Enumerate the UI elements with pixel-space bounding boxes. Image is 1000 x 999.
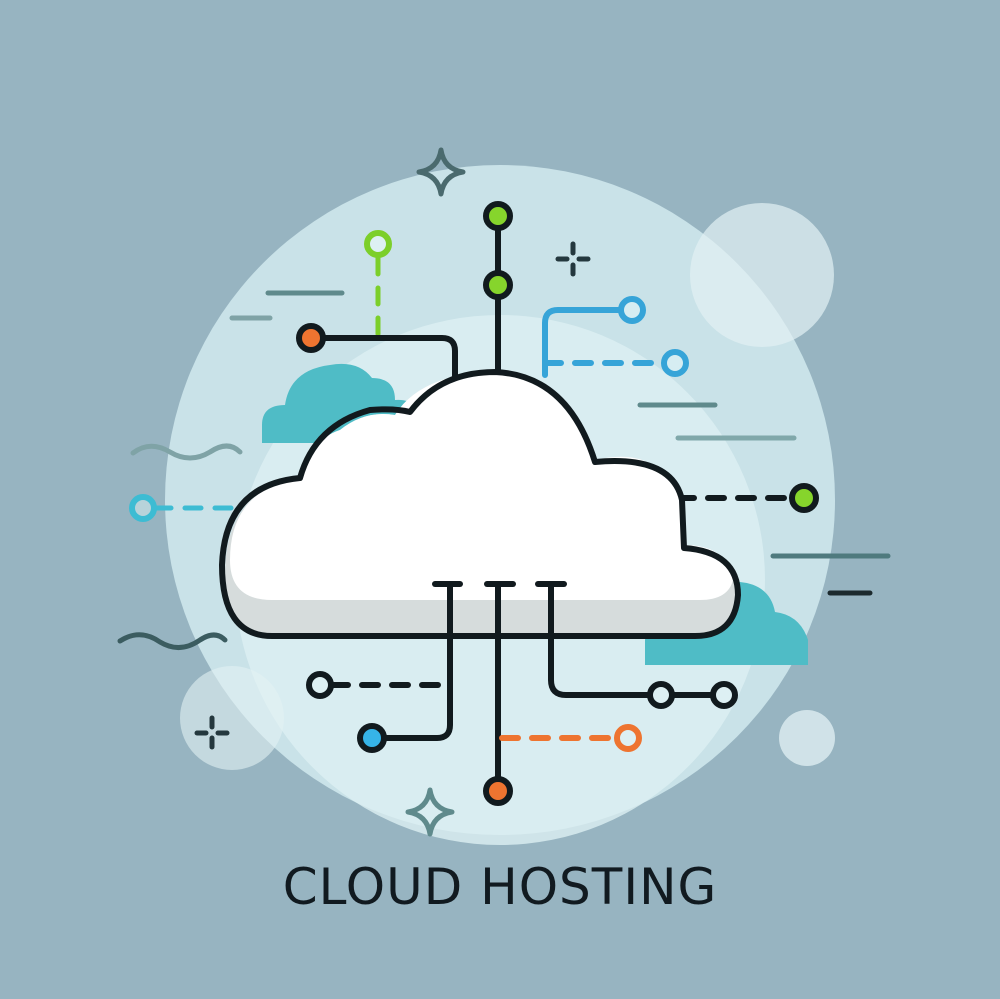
node-orange (296, 323, 326, 353)
node-orange (483, 776, 513, 806)
sparkle-icon (405, 787, 455, 837)
decor-circle-bottom-right (779, 710, 835, 766)
node-green (483, 201, 513, 231)
node-blue-ring (618, 296, 646, 324)
decor-circle-bottom-left (180, 666, 284, 770)
node-white-ring (710, 681, 738, 709)
node-white-ring (647, 681, 675, 709)
nodes (129, 201, 819, 806)
node-teal-ring (129, 494, 157, 522)
node-green-ring (364, 230, 392, 258)
sparkle-icon (416, 147, 466, 197)
illustration-title: CLOUD HOSTING (282, 858, 718, 916)
plus-sparkle-icon (194, 715, 230, 750)
main-cloud-icon (219, 369, 741, 639)
node-blue (357, 723, 387, 753)
connectors-bottom (329, 581, 715, 783)
decor-circle-top-right (690, 203, 834, 347)
node-blue-ring (661, 349, 689, 377)
decor-lines (117, 290, 891, 650)
plus-sparkle-icon (555, 241, 591, 277)
node-green (483, 270, 513, 300)
node-orange-ring (614, 724, 642, 752)
node-white-ring (306, 671, 334, 699)
node-green (789, 483, 819, 513)
